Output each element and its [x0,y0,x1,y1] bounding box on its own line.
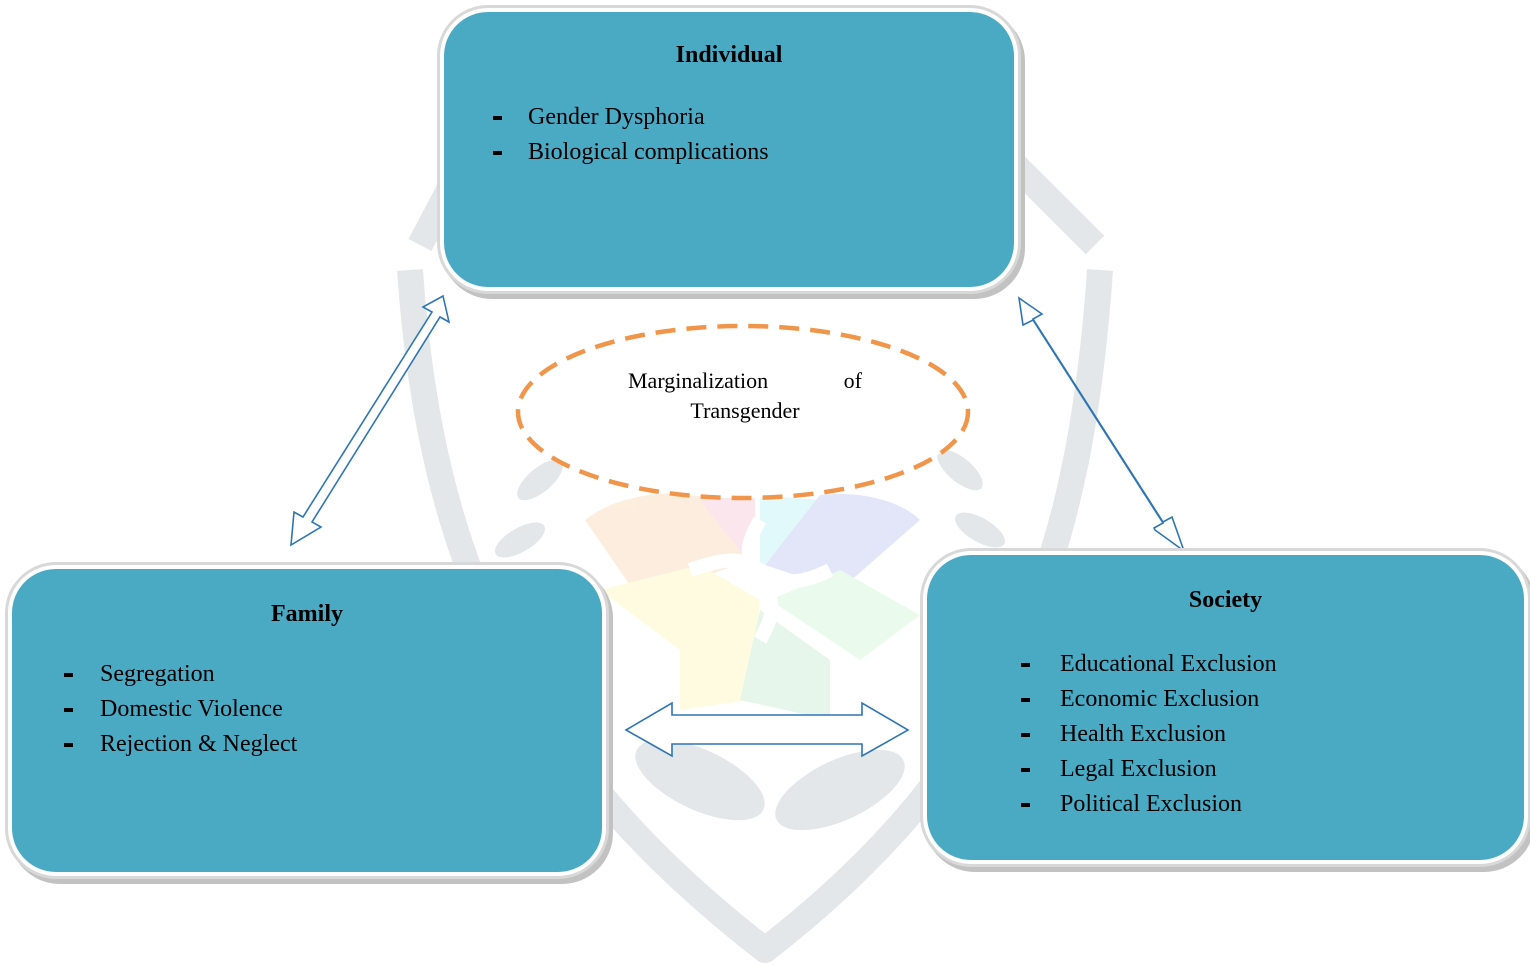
center-label-line1: Marginalization of [628,368,862,393]
list-item-text: Economic Exclusion [1060,686,1260,712]
society-list: Educational Exclusion Economic Exclusion… [1021,647,1277,822]
dash-bullet [1021,663,1030,667]
dash-bullet [1021,803,1030,807]
list-item: Segregation [64,657,297,692]
list-item-text: Segregation [100,661,215,687]
dash-bullet [64,673,73,677]
dash-bullet [1021,768,1030,772]
list-item: Domestic Violence [64,692,297,727]
list-item: Biological complications [493,135,769,170]
list-item: Political Exclusion [1021,787,1277,822]
dash-bullet [64,743,73,747]
list-item-text: Gender Dysphoria [528,104,705,130]
center-label-line2: Transgender [690,398,800,423]
list-item-text: Health Exclusion [1060,721,1226,747]
family-list: Segregation Domestic Violence Rejection … [64,657,298,762]
family-box: Family Segregation Domestic Violence Rej… [8,565,606,876]
list-item-text: Political Exclusion [1060,791,1242,817]
family-title: Family [271,601,343,627]
dash-bullet [1021,698,1030,702]
dash-bullet [1021,733,1030,737]
list-item: Health Exclusion [1021,717,1277,752]
individual-list: Gender Dysphoria Biological complication… [493,100,769,170]
list-item: Legal Exclusion [1021,752,1277,787]
list-item: Rejection & Neglect [64,727,298,762]
dash-bullet [493,116,502,120]
double-arrow-family-society [624,701,910,758]
list-item: Educational Exclusion [1021,647,1277,682]
individual-title: Individual [675,42,783,68]
individual-box: Individual Gender Dysphoria Biological c… [440,8,1018,291]
society-box: Society Educational Exclusion Economic E… [923,551,1528,864]
double-arrow-individual-society [1017,296,1186,554]
double-arrow-individual-family [290,294,451,547]
dash-bullet [64,708,73,712]
list-item-text: Educational Exclusion [1060,651,1277,677]
list-item-text: Legal Exclusion [1060,756,1217,782]
center-ellipse [515,323,971,501]
list-item: Economic Exclusion [1021,682,1277,717]
list-item-text: Domestic Violence [100,696,283,722]
list-item-text: Rejection & Neglect [100,731,298,757]
dash-bullet [493,151,502,155]
society-title: Society [1188,587,1263,613]
list-item: Gender Dysphoria [493,100,769,135]
list-item-text: Biological complications [528,139,769,165]
